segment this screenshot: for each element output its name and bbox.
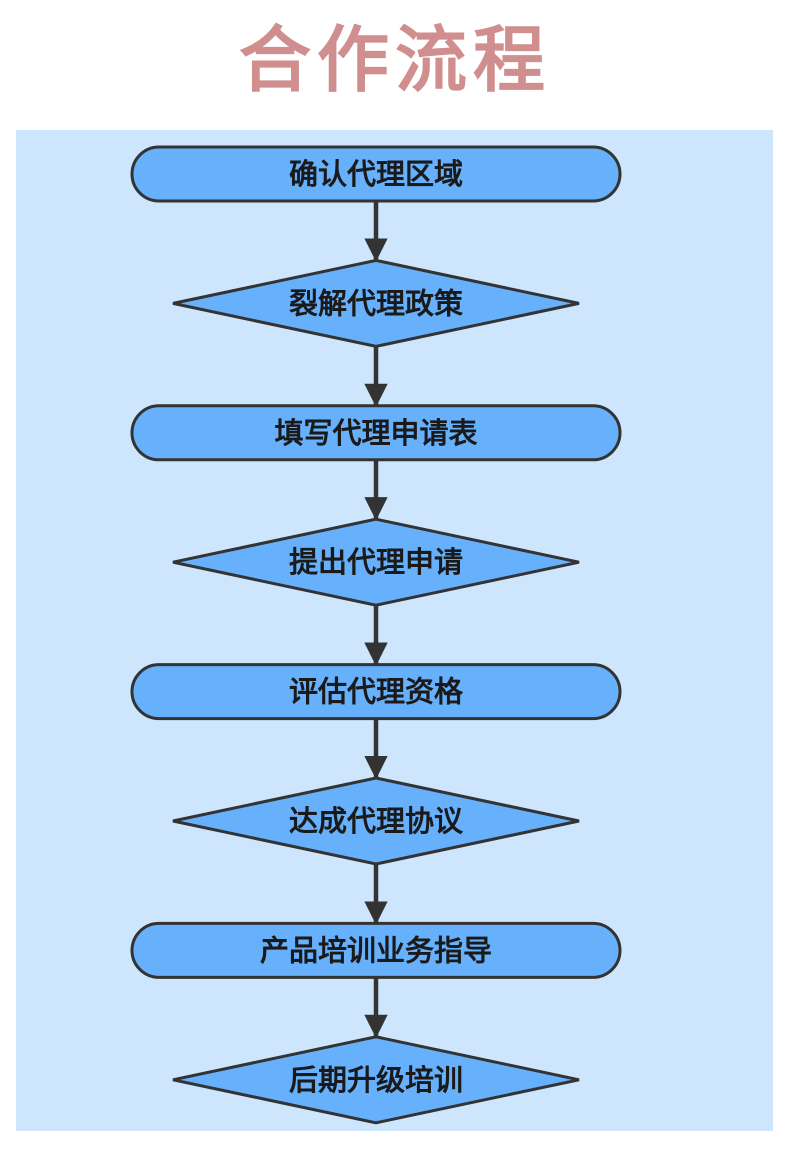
flow-step-label: 填写代理申请表	[274, 416, 477, 450]
flow-step-2: 裂解代理政策	[172, 258, 580, 348]
decision-diamond	[172, 258, 580, 348]
process-box	[130, 145, 622, 203]
flow-step-label: 裂解代理政策	[289, 286, 464, 320]
page-title: 合作流程	[238, 18, 551, 102]
flow-step-label: 达成代理协议	[289, 804, 464, 838]
flow-step-3: 填写代理申请表	[130, 404, 622, 462]
flow-step-label: 确认代理区域	[289, 157, 463, 191]
flow-step-8: 后期升级培训	[172, 1035, 580, 1125]
decision-diamond	[172, 1035, 580, 1125]
flow-step-label: 评估代理资格	[289, 675, 464, 709]
flow-step-1: 确认代理区域	[130, 145, 622, 203]
flow-step-5: 评估代理资格	[130, 663, 622, 721]
flow-step-label: 产品培训业务指导	[260, 933, 492, 967]
process-box	[130, 663, 622, 721]
flow-step-6: 达成代理协议	[172, 776, 580, 866]
flow-step-7: 产品培训业务指导	[130, 921, 622, 979]
flow-step-4: 提出代理申请	[172, 517, 580, 607]
process-box	[130, 404, 622, 462]
flow-step-label: 提出代理申请	[289, 545, 463, 579]
decision-diamond	[172, 517, 580, 607]
process-box	[130, 921, 622, 979]
flow-step-label: 后期升级培训	[289, 1063, 463, 1097]
decision-diamond	[172, 776, 580, 866]
